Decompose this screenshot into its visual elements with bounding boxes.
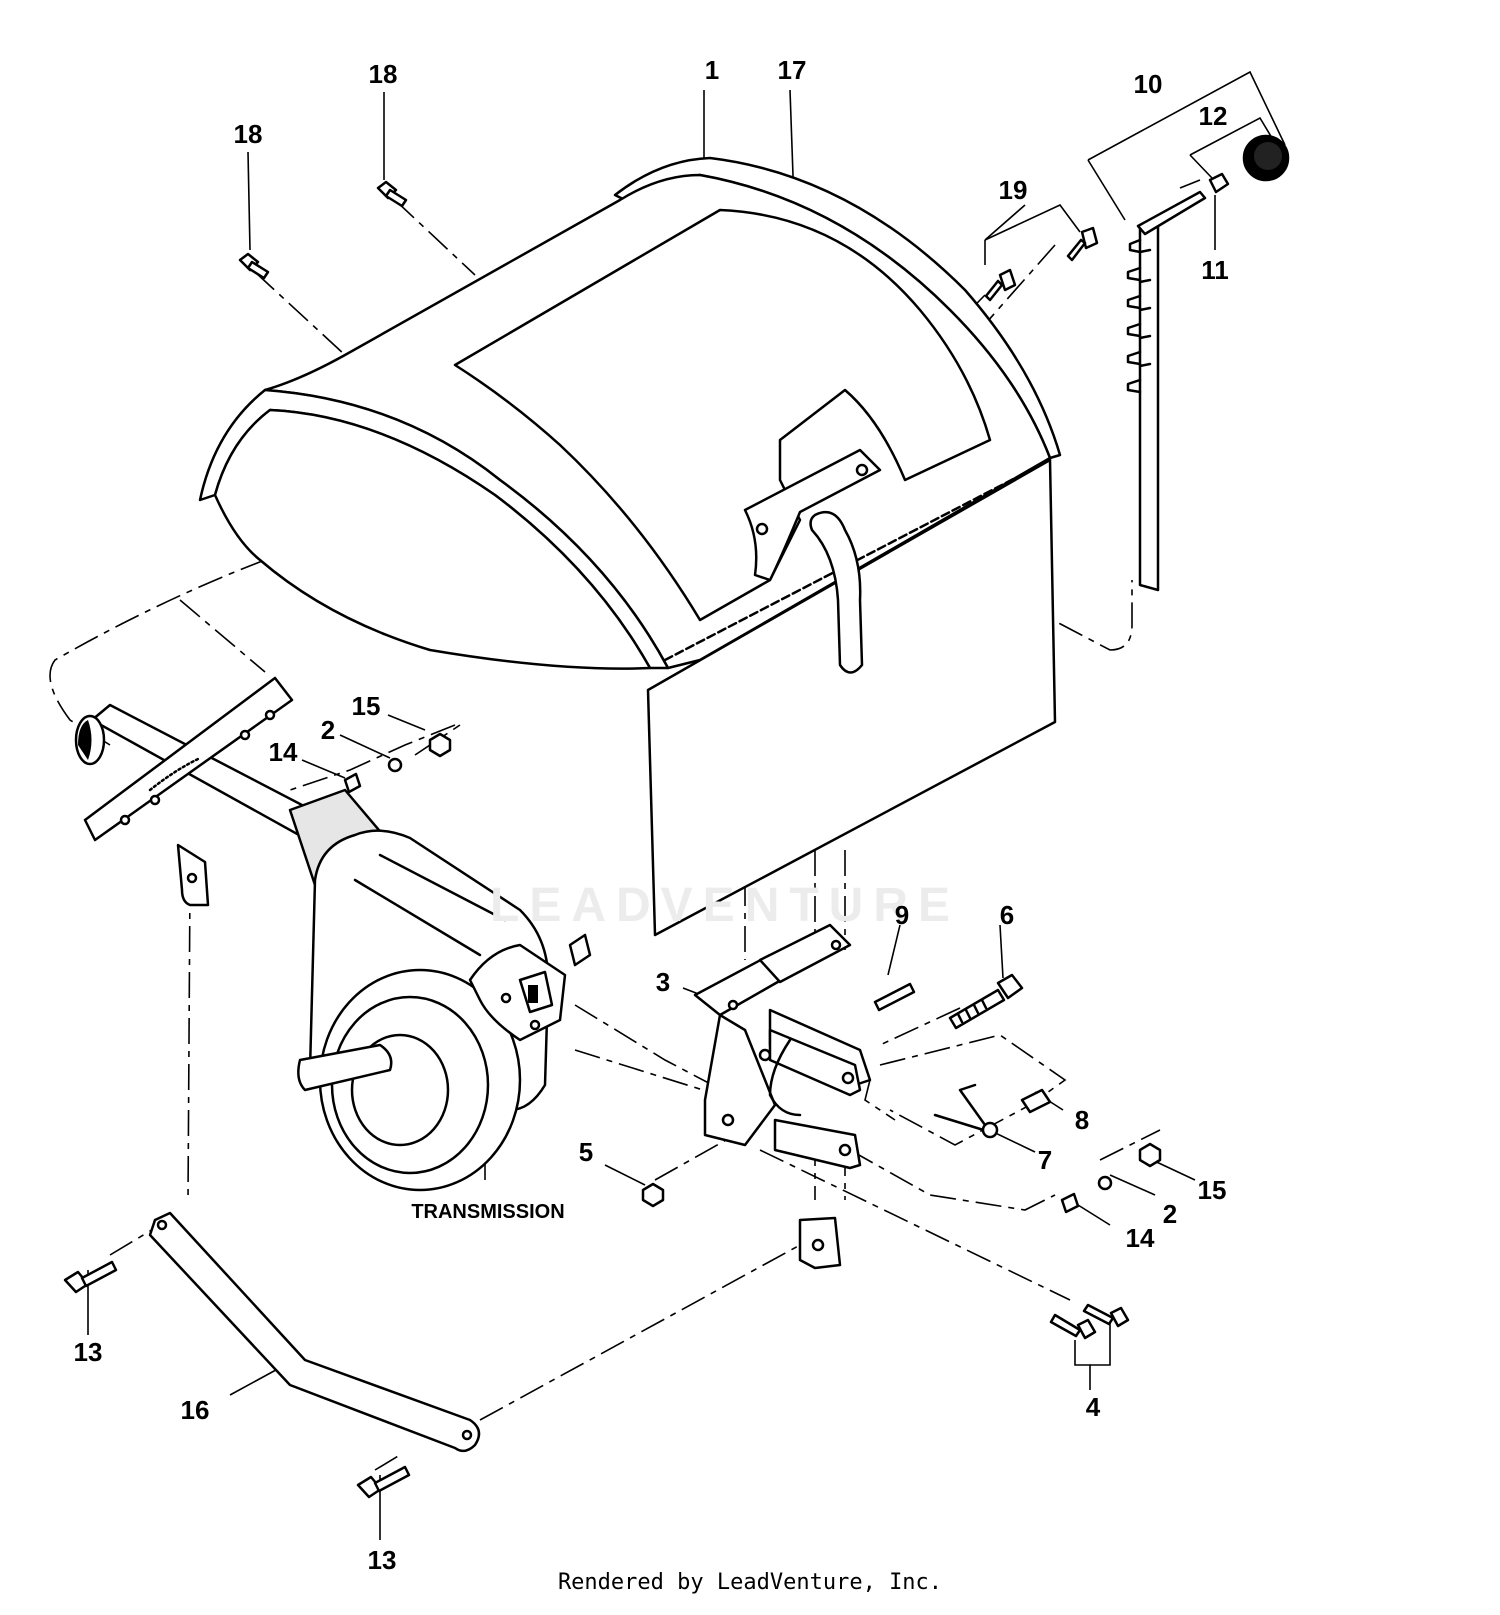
callout-2-right: 2 [1162,1199,1178,1229]
callout-7: 7 [1037,1145,1053,1175]
bracket-tab [798,1216,842,1270]
transmission [288,788,592,1192]
callout-15-right: 15 [1197,1175,1227,1205]
callout-8: 8 [1074,1105,1090,1135]
callout-12: 12 [1198,101,1228,131]
callout-5: 5 [578,1137,594,1167]
bolts-4 [1049,1303,1130,1340]
lockwasher-2-b [1097,1175,1113,1191]
bolt-19-b [1066,226,1099,262]
bolt-18-b [376,180,408,208]
callout-18-left: 18 [233,119,263,149]
callout-3: 3 [655,967,671,997]
callout-4: 4 [1085,1392,1101,1422]
footer-credit: Rendered by LeadVenture, Inc. [557,1570,943,1595]
callout-13-bottom: 13 [367,1545,397,1575]
callout-13-left: 13 [73,1337,103,1367]
nut-11 [1208,172,1230,194]
callout-19: 19 [998,175,1028,205]
watermark-text: LEADVENTURE [490,879,961,932]
bolt-13-b [356,1465,411,1499]
callout-10: 10 [1133,69,1163,99]
bolt-6 [948,973,1024,1030]
knob-12 [1242,134,1290,182]
rear-flap [646,458,1057,937]
nut-5 [641,1182,665,1208]
spacer-14-a [343,772,362,794]
spring-pin-7 [933,1083,999,1139]
pin-9 [873,982,916,1012]
spacer-14-b [1060,1192,1080,1214]
nut-15-a [428,732,452,758]
callout-18-top: 18 [368,59,398,89]
tine-shaft [74,676,352,907]
callout-16: 16 [180,1395,210,1425]
callout-14-left: 14 [268,737,298,767]
callout-11: 11 [1201,255,1229,285]
hitch-bracket [693,923,872,1170]
bolt-18-a [238,252,270,280]
support-rod [148,1211,481,1453]
lockwasher-2-a [387,757,403,773]
bolt-13-a [63,1260,118,1294]
depth-bar [1126,190,1207,592]
nut-15-b [1138,1142,1162,1168]
sleeve-8 [1020,1088,1052,1114]
transmission-label: TRANSMISSION [411,1201,565,1223]
callout-6: 6 [999,900,1015,930]
callout-2-left: 2 [320,715,336,745]
callout-17: 17 [777,55,807,85]
callout-1: 1 [704,55,720,85]
callout-14-right: 14 [1125,1223,1155,1253]
callout-9: 9 [894,900,910,930]
callout-15-left: 15 [351,691,381,721]
bolt-19-a [984,268,1017,302]
tine-hood [198,156,1062,670]
